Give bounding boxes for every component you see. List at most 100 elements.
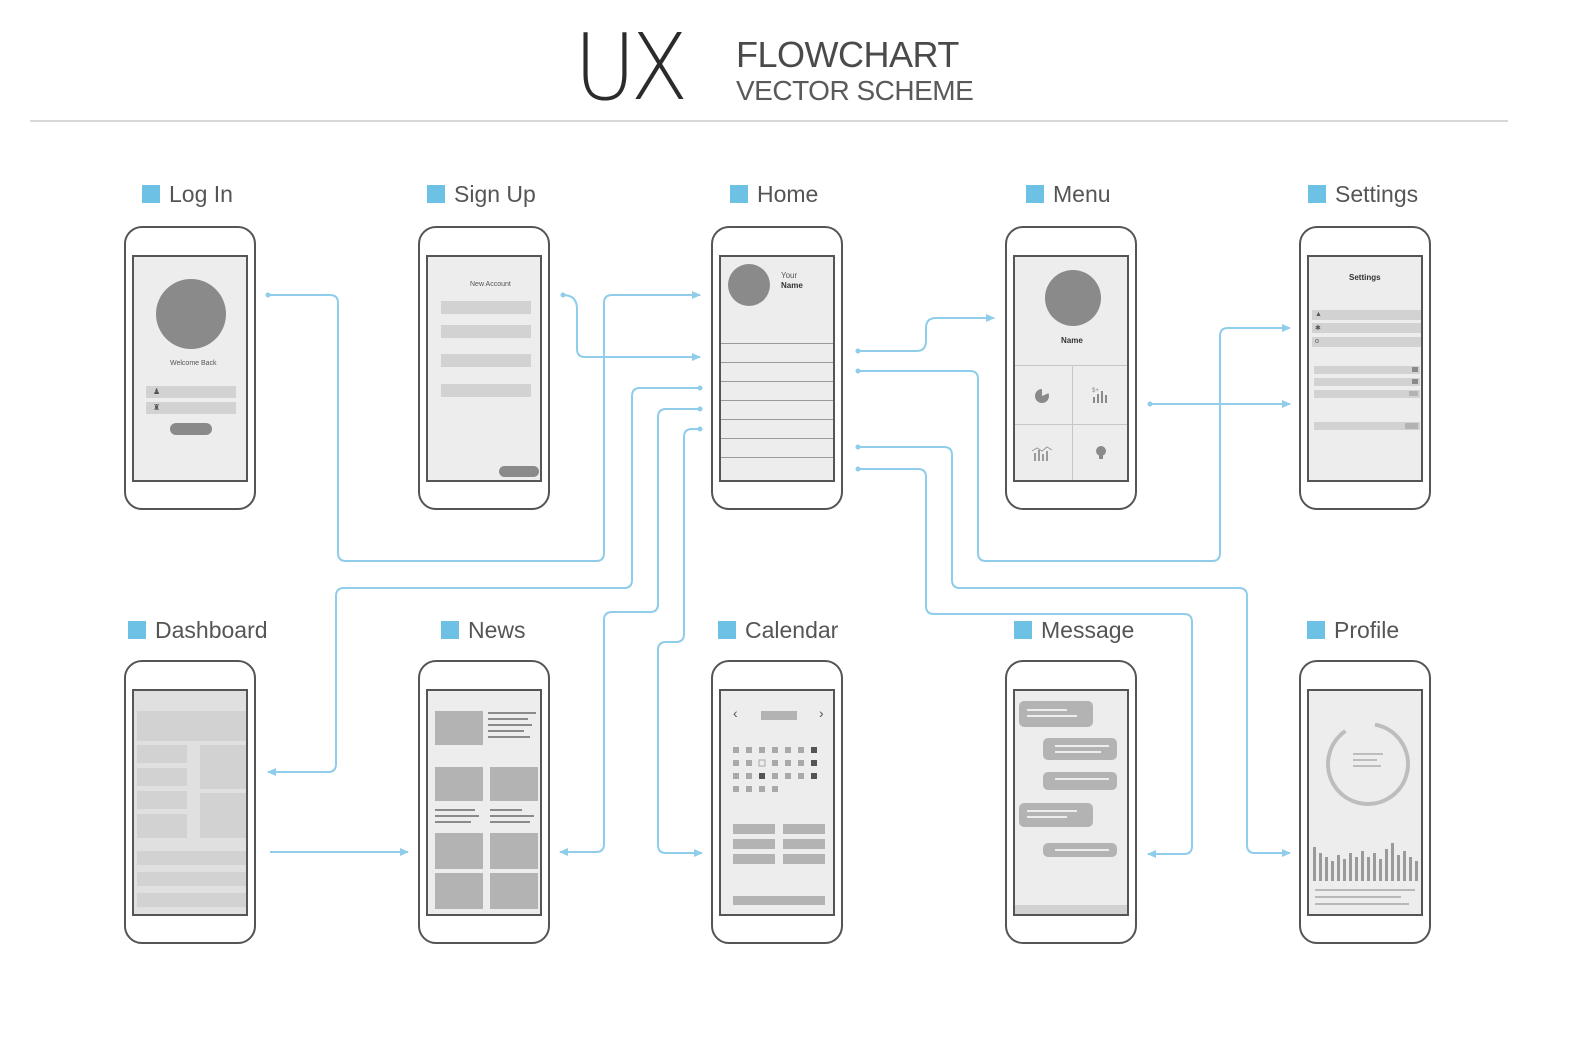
message-input-bar [1015,905,1127,914]
lightbulb-icon [1096,446,1106,459]
calendar-next-icon: › [819,705,824,721]
home-name-text: Name [781,281,803,290]
signup-screen: New Account [426,255,542,482]
stepper-control [1405,423,1418,429]
toggle-switch [1409,391,1418,396]
message-bubble-outgoing [1043,772,1117,790]
news-text-line [488,730,524,732]
pie-chart-icon [1035,388,1049,403]
calendar-title: Calendar [718,617,838,643]
message-text-line [1055,745,1109,747]
message-text-line [1027,715,1077,717]
login-button [170,423,212,435]
news-text-line [488,736,530,738]
signup-heading: New Account [470,281,511,288]
home-marker [730,185,748,203]
news-screen [426,689,542,916]
calendar-prev-icon: ‹ [733,705,738,721]
dashboard-widget [137,791,187,809]
calendar-screen: ‹ › [719,689,835,916]
message-screen [1013,689,1129,916]
news-thumbnail [435,873,483,909]
dashboard-row [137,893,246,907]
profile-screen [1307,689,1423,916]
calendar-event [783,824,825,834]
news-text-line [488,724,532,726]
calendar-footer-bar [733,896,825,905]
header-subtitle: VECTOR SCHEME [736,75,974,106]
dashboard-row [137,851,246,865]
toggle-switch [1412,379,1418,384]
settings-row [1312,337,1421,347]
connector-signup-home [562,294,701,361]
dashboard-widget [137,768,187,786]
settings-heading: Settings [1349,273,1381,282]
connector-login-home [268,291,701,562]
message-text-line [1027,816,1067,818]
dashboard-header-block [137,711,246,741]
signup-field-1 [441,301,531,314]
settings-title: Settings [1308,181,1418,207]
dashboard-widget [137,814,187,838]
svg-text:$+: $+ [1092,388,1099,394]
news-title: News [441,617,526,643]
menu-marker [1026,185,1044,203]
signup-marker [427,185,445,203]
home-screen: Your Name [719,255,835,482]
settings-toggle-row [1314,378,1420,386]
settings-toggle-row [1314,390,1420,398]
news-thumbnail [435,767,483,801]
message-text-line [1055,849,1109,851]
settings-stepper-row [1314,422,1420,430]
calendar-event [783,839,825,849]
line-chart-icon [1031,446,1053,461]
phone-menu: Name $+ [1005,226,1137,510]
sync-icon: o [1315,338,1319,345]
login-marker [142,185,160,203]
menu-avatar [1045,270,1101,326]
news-text-line [435,809,475,811]
profile-title: Profile [1307,617,1399,643]
star-icon: ✱ [1315,325,1321,332]
settings-row [1312,310,1421,320]
phone-signup: New Account [418,226,550,510]
header-title: FLOWCHART [736,34,959,75]
bar-chart-icon: $+ [1092,388,1107,403]
dashboard-row [137,872,246,886]
connector-home-message [858,468,1193,858]
login-screen: Welcome Back ♟ ♜ [132,255,248,482]
phone-profile [1299,660,1431,944]
signup-field-4 [441,384,531,397]
dashboard-widget [200,745,246,789]
dashboard-screen [132,689,248,916]
message-text-line [1055,751,1101,753]
signup-title: Sign Up [427,181,536,207]
settings-row [1312,323,1421,333]
menu-screen: Name $+ [1013,255,1129,482]
connector-home-menu [858,314,995,352]
news-text-line [488,718,528,720]
connector-home-dashboard [267,387,700,776]
settings-marker [1308,185,1326,203]
home-avatar [728,264,770,306]
toggle-switch [1412,367,1418,372]
calendar-marker [718,621,736,639]
news-text-line [490,821,530,823]
menu-divider [1015,424,1127,425]
phone-home: Your Name [711,226,843,510]
connector-home-calendar [657,428,703,857]
home-title: Home [730,181,818,207]
login-welcome-text: Welcome Back [170,360,217,367]
profile-marker [1307,621,1325,639]
profile-text-line [1315,903,1409,905]
menu-divider-vertical [1072,365,1073,480]
message-marker [1014,621,1032,639]
home-your-text: Your [781,271,798,280]
connector-home-profile [858,446,1291,857]
menu-name-text: Name [1061,336,1083,345]
profile-progress-ring [1326,722,1410,806]
lock-icon: ♜ [153,403,161,412]
phone-login: Welcome Back ♟ ♜ [124,226,256,510]
